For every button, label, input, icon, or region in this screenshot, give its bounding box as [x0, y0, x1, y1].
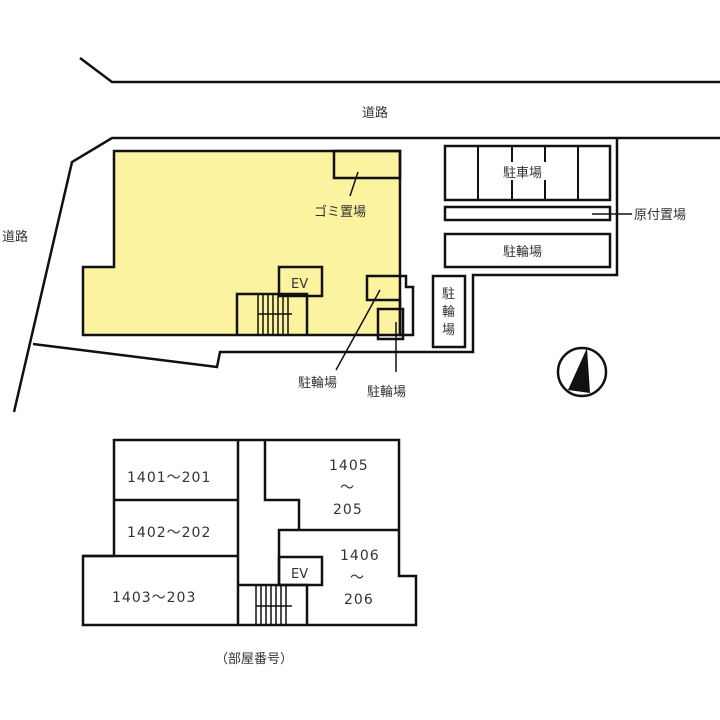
moped-parking-label: 原付置場 [634, 208, 686, 223]
lot-boundary-top-left [12, 136, 720, 413]
room-1405-number: 1405 [329, 458, 369, 474]
bike-vertical-char-3: 場 [442, 323, 455, 338]
garbage-area [332, 149, 402, 180]
top-road-edge [79, 57, 720, 84]
room-1405-tilde: 〜 [340, 480, 355, 496]
room-1406-range: 206 [344, 592, 374, 608]
north-arrow-icon [556, 346, 608, 398]
lot-boundary-bottom-right [32, 138, 619, 369]
stairs [235, 292, 309, 335]
garbage-leader [349, 171, 359, 197]
room-1406-tilde: 〜 [350, 570, 365, 586]
room-number-caption: （部屋番号） [215, 652, 293, 667]
road-left-label: 道路 [2, 229, 28, 245]
bike-vertical-char-1: 駐 [442, 287, 455, 302]
floor-elevator-label: EV [291, 567, 308, 582]
car-parking-label: 駐車場 [503, 166, 542, 181]
room-1401-label: 1401〜201 [127, 470, 211, 486]
room-1402-label: 1402〜202 [127, 525, 211, 541]
bike-parking-label-2: 駐輪場 [367, 384, 406, 400]
car-parking-area [443, 144, 612, 202]
bike-parking-label-3: 駐輪場 [503, 244, 542, 260]
car-parking-label-bg [500, 162, 552, 180]
bike-parking-area-vertical [431, 274, 467, 349]
bike-vertical-char-2: 輪 [442, 304, 455, 320]
bike-parking-box-1 [365, 274, 415, 337]
garbage-label: ゴミ置場 [314, 204, 366, 220]
room-1403-label: 1403〜203 [112, 590, 196, 606]
road-top-label: 道路 [362, 105, 388, 121]
bike-leader-1 [335, 289, 381, 371]
elevator-label: EV [291, 277, 308, 292]
elevator-box [277, 265, 324, 298]
bike-parking-box-2 [376, 307, 405, 341]
moped-parking-area [443, 205, 612, 222]
floor-stairs [238, 583, 309, 625]
bike-parking-area-3 [443, 232, 612, 269]
room-1405-range: 205 [333, 502, 363, 518]
room-1406-number: 1406 [340, 548, 380, 564]
bike-parking-label-1: 駐輪場 [298, 375, 337, 391]
